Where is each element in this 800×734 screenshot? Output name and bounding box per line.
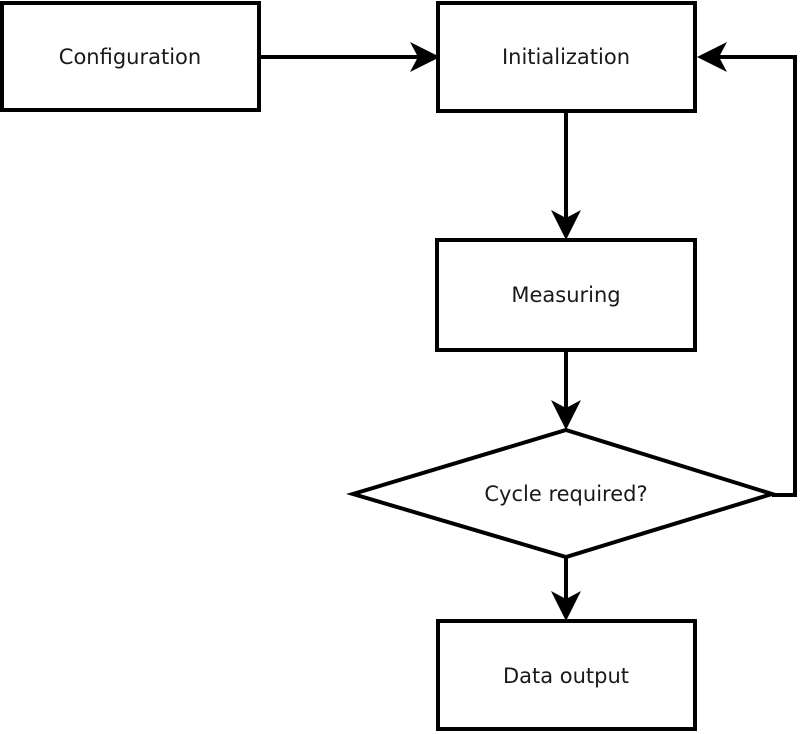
arrow-head-down-icon (551, 591, 581, 621)
node-initialization[interactable]: Initialization (436, 1, 697, 113)
node-data-output-label: Data output (503, 664, 629, 688)
edge-line-cycle-required-to-initialization (718, 55, 797, 497)
edge-cycle-required-to-initialization (697, 42, 797, 497)
node-data-output[interactable]: Data output (436, 619, 697, 731)
node-configuration[interactable]: Configuration (0, 1, 261, 112)
arrow-head-down-icon (551, 400, 581, 430)
node-cycle-required-label: Cycle required? (484, 482, 647, 506)
node-configuration-label: Configuration (59, 45, 201, 69)
node-measuring[interactable]: Measuring (435, 238, 697, 352)
edge-cycle-required-to-data-output (551, 557, 581, 621)
node-measuring-label: Measuring (511, 283, 620, 307)
arrow-head-down-icon (551, 210, 581, 240)
node-configuration-box[interactable] (0, 1, 261, 112)
node-cycle-required[interactable]: Cycle required? (345, 427, 779, 560)
arrow-head-left-icon (697, 42, 727, 72)
edge-configuration-to-initialization (259, 42, 440, 72)
arrow-head-right-icon (410, 42, 440, 72)
node-cycle-required-diamond[interactable] (345, 427, 779, 560)
node-data-output-box[interactable] (436, 619, 697, 731)
edge-measuring-to-cycle-required (551, 350, 581, 430)
node-initialization-label: Initialization (502, 45, 630, 69)
edge-initialization-to-measuring (551, 111, 581, 240)
node-initialization-box[interactable] (436, 1, 697, 113)
node-measuring-box[interactable] (435, 238, 697, 352)
